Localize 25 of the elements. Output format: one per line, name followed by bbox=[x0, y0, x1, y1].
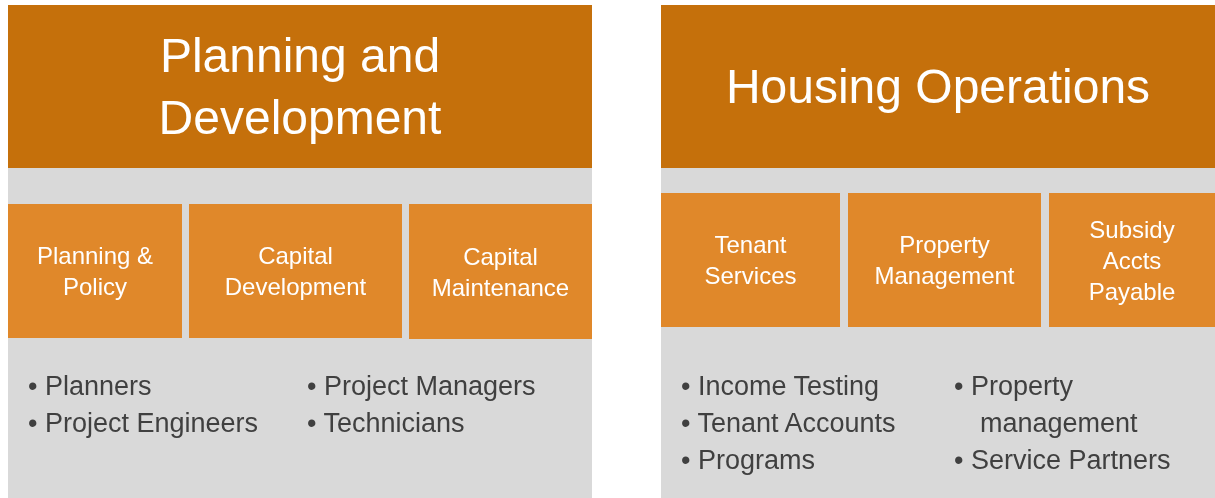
bullet-item: • Income Testing bbox=[681, 370, 881, 403]
role-box bbox=[189, 204, 402, 338]
bullet-item: • Planners bbox=[28, 370, 153, 403]
section-heading: Housing Operations bbox=[725, 58, 1151, 115]
bullet-item: • Tenant Accounts bbox=[681, 407, 897, 440]
role-box bbox=[661, 193, 840, 327]
role-label: Capital Development bbox=[223, 241, 368, 302]
role-label: Subsidy Accts Payable bbox=[1087, 214, 1177, 307]
role-label: Planning & Policy bbox=[36, 241, 154, 302]
bullet-item: • Programs bbox=[681, 444, 816, 477]
role-box bbox=[409, 204, 592, 339]
section-heading: Planning and Development bbox=[157, 27, 443, 146]
role-label: Capital Maintenance bbox=[430, 241, 571, 303]
bullet-item: • Service Partners bbox=[954, 444, 1172, 477]
bullet-item: • Property management bbox=[954, 370, 1139, 440]
bullet-item: • Project Engineers bbox=[28, 407, 260, 440]
role-label: Property Management bbox=[873, 230, 1016, 291]
section-panel bbox=[8, 5, 592, 498]
role-box bbox=[8, 204, 182, 338]
role-box bbox=[848, 193, 1041, 327]
bullet-item: • Project Managers bbox=[307, 370, 537, 403]
bullet-item: • Technicians bbox=[307, 407, 466, 440]
role-box bbox=[1049, 193, 1215, 327]
section-panel bbox=[661, 5, 1215, 498]
role-label: Tenant Services bbox=[703, 230, 798, 291]
